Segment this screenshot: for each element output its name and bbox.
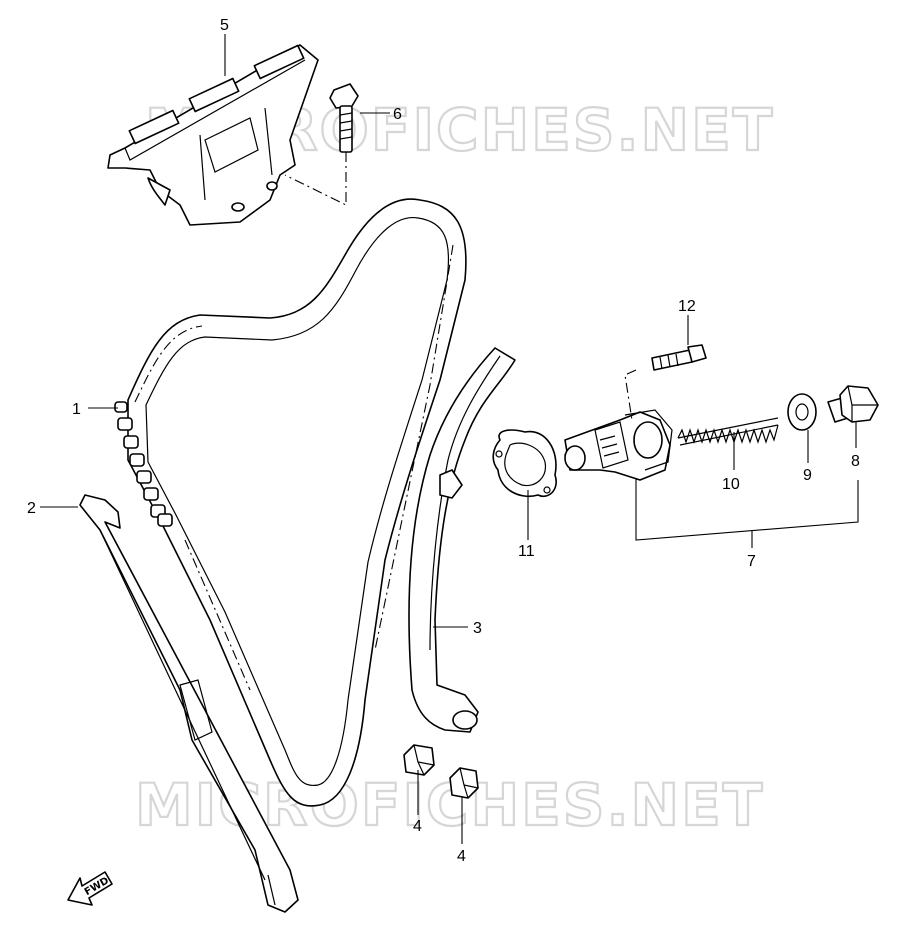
callout-8: 8 [851, 453, 860, 470]
callout-11: 11 [518, 543, 535, 560]
callout-10: 10 [722, 476, 740, 493]
gasket [492, 429, 557, 497]
callout-6: 6 [393, 106, 402, 123]
spring [677, 417, 779, 446]
chain-links [114, 401, 173, 527]
bolt-6 [284, 83, 359, 206]
callout-5: 5 [220, 17, 229, 34]
bolt-12 [624, 344, 707, 421]
washer [787, 393, 817, 431]
callout-7: 7 [747, 553, 756, 570]
cushion-pads [403, 744, 479, 799]
tensioner-guide [408, 347, 516, 733]
callout-3: 3 [473, 620, 482, 637]
tensioner-assembly [564, 409, 673, 481]
cap-bolt [827, 385, 879, 423]
upper-chain-guide [107, 44, 319, 226]
callout-4b: 4 [457, 848, 466, 865]
fwd-arrow-icon: FWD [67, 871, 113, 906]
tensioner-lever [79, 494, 299, 913]
callout-4a: 4 [413, 818, 422, 835]
leader-lines [40, 34, 859, 844]
callout-1: 1 [72, 401, 81, 418]
callout-labels: 1 2 3 4 4 5 6 7 8 9 10 11 12 [27, 17, 860, 865]
callout-2: 2 [27, 500, 36, 517]
callout-9: 9 [803, 467, 812, 484]
callout-12: 12 [678, 298, 696, 315]
cam-chain [114, 198, 467, 807]
